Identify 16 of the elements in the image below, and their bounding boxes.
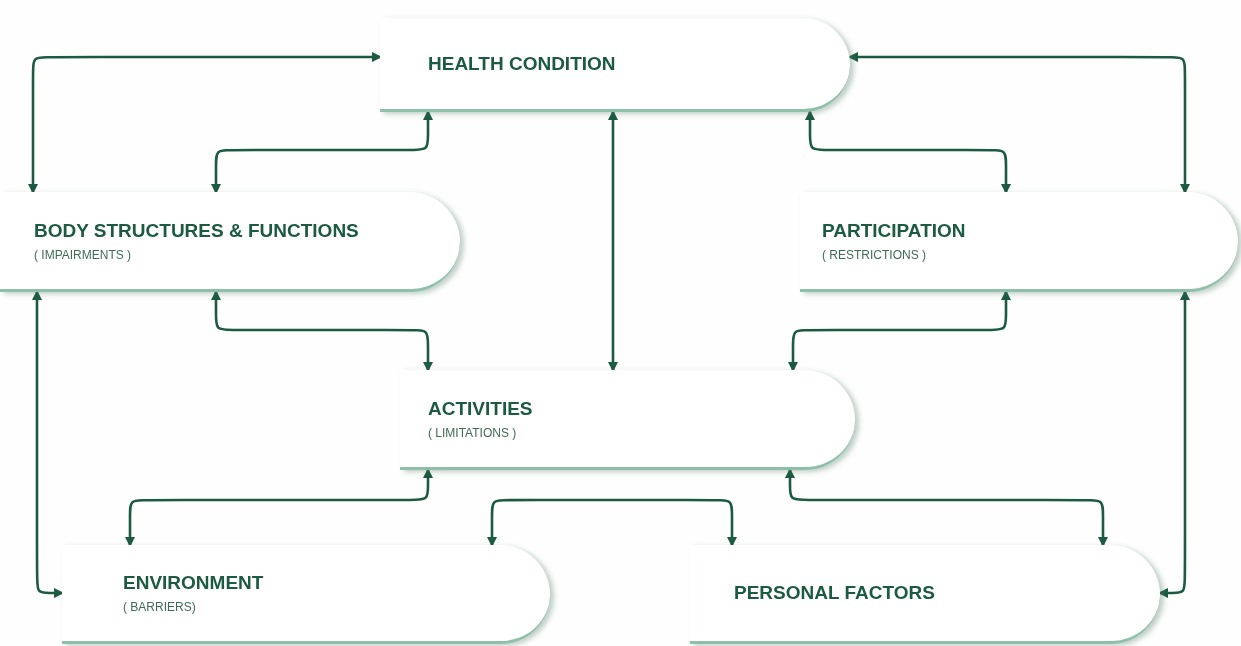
node-title: ACTIVITIES bbox=[428, 397, 533, 420]
node-title: HEALTH CONDITION bbox=[428, 52, 616, 75]
node-subtitle: ( BARRIERS) bbox=[123, 600, 196, 614]
rounded-card bbox=[62, 545, 550, 644]
rounded-card bbox=[690, 545, 1160, 644]
node-title: ENVIRONMENT bbox=[123, 572, 264, 594]
rounded-card bbox=[380, 18, 850, 112]
node-title: PARTICIPATION bbox=[822, 219, 966, 242]
node-title: PERSONAL FACTORS bbox=[734, 582, 935, 604]
rounded-card bbox=[800, 192, 1238, 292]
rounded-card bbox=[400, 370, 855, 470]
node-subtitle: ( LIMITATIONS ) bbox=[428, 425, 517, 440]
node-subtitle: ( IMPAIRMENTS ) bbox=[34, 247, 132, 262]
rounded-card bbox=[0, 192, 460, 292]
node-title: BODY STRUCTURES & FUNCTIONS bbox=[34, 219, 359, 242]
node-subtitle: ( RESTRICTIONS ) bbox=[822, 247, 926, 262]
